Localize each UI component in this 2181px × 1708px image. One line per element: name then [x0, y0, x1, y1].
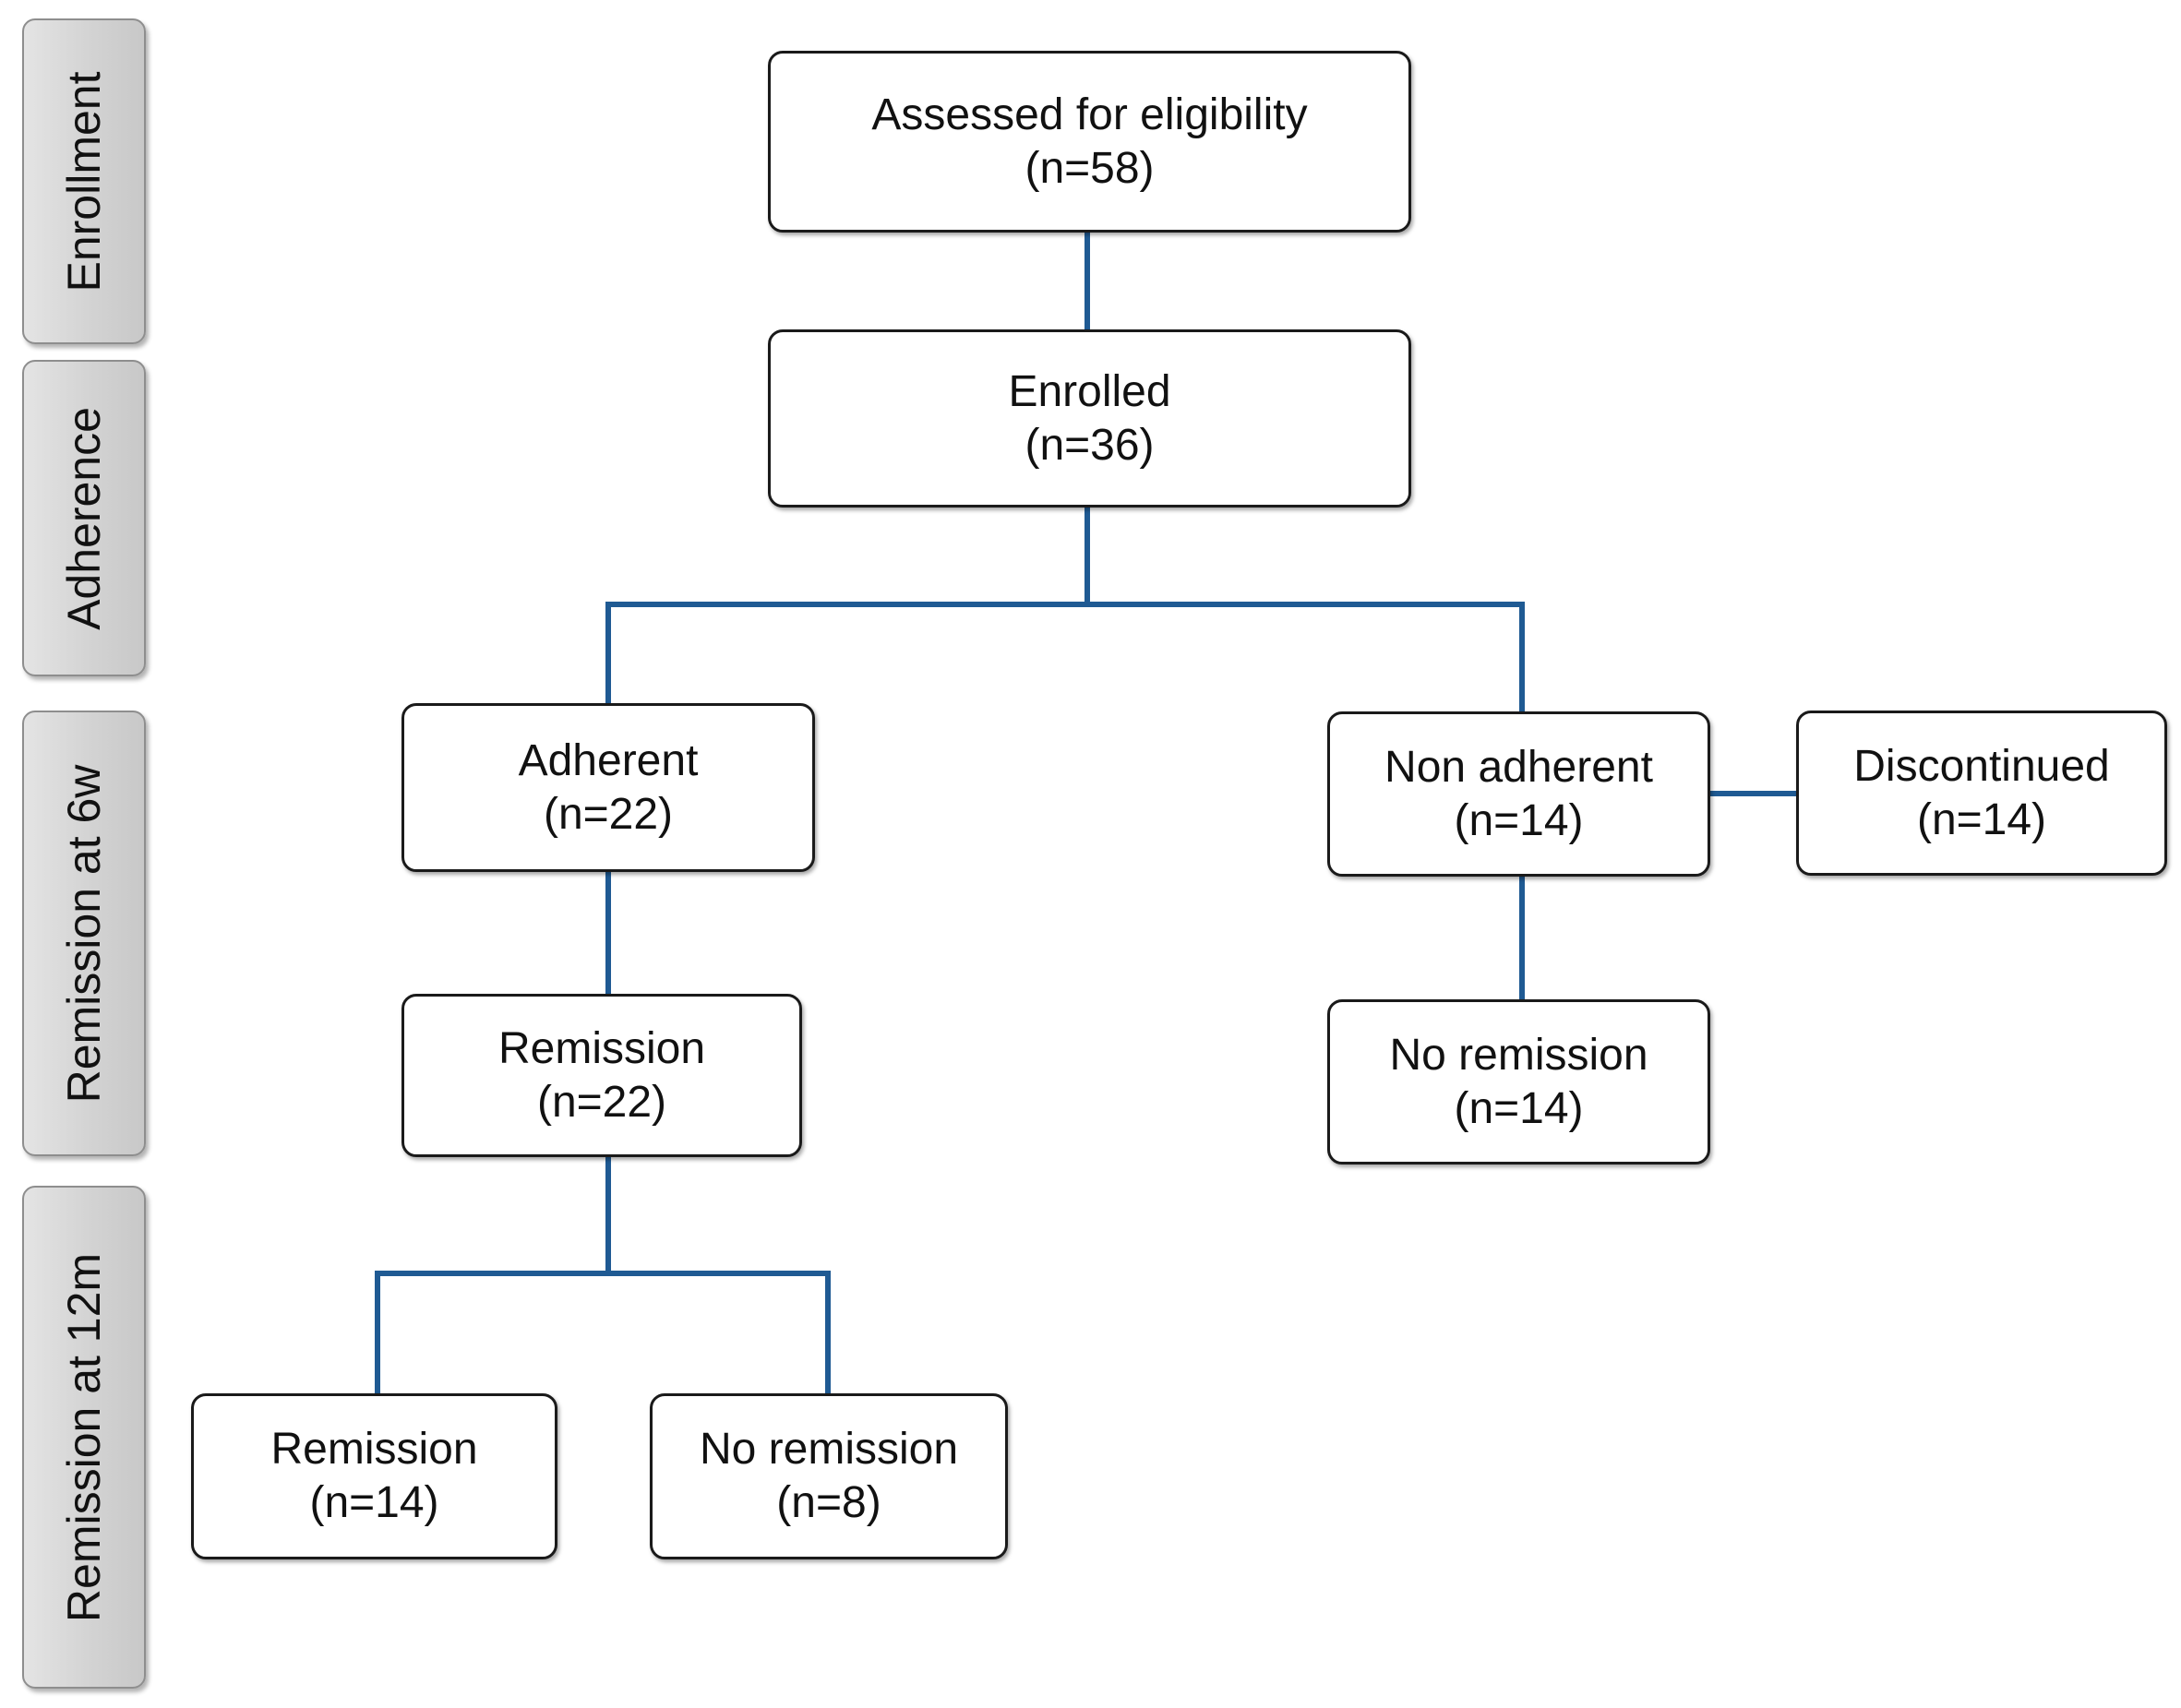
box-title: Discontinued	[1853, 741, 2110, 791]
stage-remission-12m: Remission at 12m	[22, 1186, 146, 1689]
box-enrolled: Enrolled (n=36)	[768, 329, 1411, 508]
box-count: (n=22)	[536, 1077, 667, 1127]
box-count: (n=14)	[309, 1478, 439, 1527]
box-count: (n=14)	[1454, 795, 1584, 845]
box-title: Remission	[270, 1425, 478, 1474]
stage-label: Remission at 12m	[58, 1252, 110, 1622]
stage-enrollment: Enrollment	[22, 18, 146, 344]
box-count: (n=8)	[776, 1478, 881, 1527]
box-title: Assessed for eligibility	[871, 90, 1308, 139]
connector-enrolled-split	[605, 505, 1525, 714]
box-count: (n=36)	[1025, 420, 1155, 470]
box-count: (n=14)	[1916, 794, 2047, 844]
box-non-adherent: Non adherent (n=14)	[1327, 711, 1710, 877]
stage-label: Adherence	[58, 406, 110, 630]
box-no-remission-6w: No remission (n=14)	[1327, 999, 1710, 1165]
box-remission-6w: Remission (n=22)	[401, 994, 802, 1157]
box-title: Enrolled	[1008, 366, 1171, 416]
box-count: (n=22)	[543, 789, 674, 839]
stage-remission-6w: Remission at 6w	[22, 711, 146, 1156]
box-title: Adherent	[518, 735, 699, 785]
box-assessed: Assessed for eligibility (n=58)	[768, 51, 1411, 233]
box-count: (n=14)	[1454, 1083, 1584, 1133]
box-title: No remission	[1389, 1030, 1648, 1080]
box-title: No remission	[699, 1425, 959, 1474]
box-count: (n=58)	[1025, 143, 1155, 193]
box-remission-12m: Remission (n=14)	[191, 1393, 557, 1559]
stage-label: Enrollment	[58, 71, 110, 292]
box-title: Non adherent	[1384, 742, 1653, 792]
box-discontinued: Discontinued (n=14)	[1796, 711, 2167, 876]
box-no-remission-12m: No remission (n=8)	[650, 1393, 1008, 1559]
box-adherent: Adherent (n=22)	[401, 703, 815, 872]
stage-label: Remission at 6w	[58, 764, 110, 1103]
connector-remission-split	[375, 1154, 831, 1396]
stage-adherence: Adherence	[22, 360, 146, 676]
box-title: Remission	[497, 1023, 706, 1073]
